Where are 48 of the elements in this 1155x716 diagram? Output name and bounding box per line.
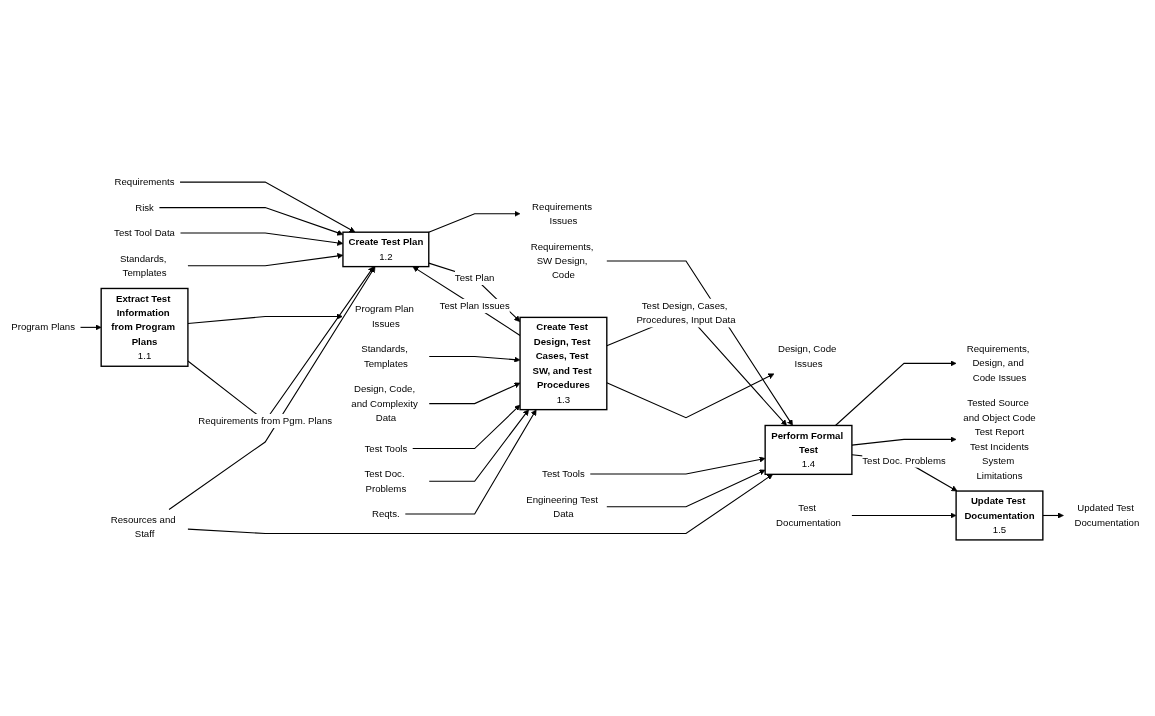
arrow	[168, 266, 375, 510]
arrow	[186, 252, 343, 267]
arrow	[427, 210, 520, 233]
node-text: Tested Source and Object Code Test Report Test Incidents System Limitations	[962, 397, 1036, 481]
node-box: Create Test Design, Test Cases, Test SW, and Test Procedures 1.3	[518, 316, 607, 411]
node-text: Standards, Templates	[360, 343, 408, 369]
arrow	[428, 409, 529, 482]
node-text: Program Plan Issues	[354, 303, 414, 329]
node-text: Risk	[134, 201, 154, 213]
node-text: Standards, Templates	[119, 252, 167, 279]
node-box: Create Test Plan 1.2	[341, 231, 429, 268]
edge-label: Test Doc. Problems	[861, 454, 946, 466]
node-box: Perform Formal Test 1.4	[763, 424, 853, 476]
node-box: Update Test Documentation 1.5	[954, 490, 1044, 541]
arrow	[589, 456, 765, 475]
arrow	[158, 207, 343, 236]
node-text: Test Tools	[541, 468, 585, 480]
node-text: Engineering Test Data	[525, 493, 598, 520]
node-text: Reqts.	[371, 508, 400, 520]
node-text: Requirements Issues	[531, 200, 592, 227]
node-text: Updated Test Documentation	[1073, 502, 1139, 528]
node-text: Program Plans	[10, 321, 75, 333]
node-text: Test Doc. Problems	[363, 468, 406, 494]
arrow	[179, 232, 343, 246]
node-text: Test Documentation	[775, 502, 841, 528]
node-box: Extract Test Information from Program Plans 1.1	[100, 287, 189, 367]
edge-label: Test Plan	[454, 271, 494, 283]
edge-label: Test Plan Issues	[439, 300, 510, 312]
node-text: Test Tools	[364, 442, 407, 454]
arrow	[179, 181, 355, 233]
node-text: Requirements, Design, and Code Issues	[966, 343, 1029, 383]
edge-label: Requirements from Pgm. Plans	[197, 415, 332, 427]
node-text: Design, Code, and Complexity Data	[350, 383, 418, 424]
arrow	[411, 404, 520, 450]
arrow	[605, 469, 765, 508]
arrow	[79, 324, 101, 331]
edge-label: Test Design, Cases, Procedures, Input Data	[635, 300, 736, 326]
arrow	[428, 355, 520, 363]
arrow	[850, 512, 956, 519]
node-text: Resources and Staff	[110, 513, 176, 540]
node-text: Design, Code Issues	[777, 343, 836, 370]
arrow	[404, 409, 536, 515]
arrow	[834, 360, 956, 427]
arrow	[186, 474, 773, 535]
node-text: Requirements, SW Design, Code	[530, 240, 593, 281]
arrow	[428, 382, 520, 405]
node-text: Requirements	[114, 176, 175, 188]
node-text: Test Tool Data	[113, 227, 175, 239]
